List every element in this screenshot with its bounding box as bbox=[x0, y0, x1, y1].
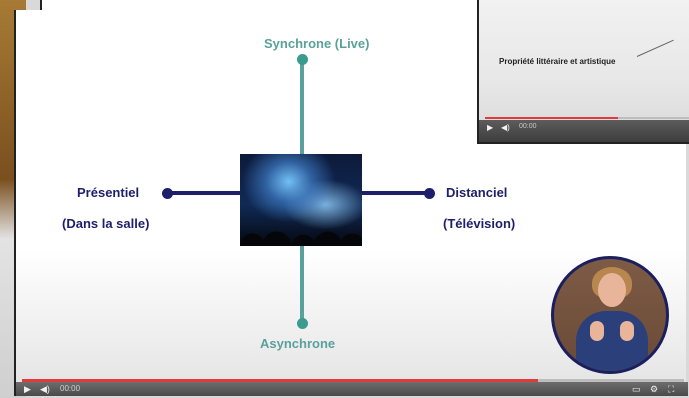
pip-slide-line bbox=[636, 39, 674, 57]
presenter-right-hand bbox=[620, 321, 634, 341]
pip-volume-icon[interactable]: ◀) bbox=[501, 123, 510, 132]
fullscreen-icon[interactable]: ⛶ bbox=[668, 384, 675, 394]
dans-la-salle-label: (Dans la salle) bbox=[62, 216, 150, 231]
main-progress-fill bbox=[22, 379, 539, 382]
sign-language-presenter-avatar bbox=[551, 256, 669, 374]
presenter-head bbox=[598, 273, 626, 307]
pip-slide-text: Propriété littéraire et artistique bbox=[499, 57, 616, 66]
pip-controls-bar: ▶ ◀) 00:00 bbox=[479, 120, 689, 142]
left-axis-dot bbox=[162, 188, 173, 199]
captions-icon[interactable]: ▭ bbox=[632, 384, 641, 394]
volume-icon[interactable]: ◀) bbox=[40, 384, 50, 394]
concert-image bbox=[240, 154, 362, 246]
asynchrone-label: Asynchrone bbox=[260, 336, 336, 351]
pip-progress-fill bbox=[485, 117, 618, 119]
pip-time-display: 00:00 bbox=[519, 123, 537, 130]
synchrone-label: Synchrone (Live) bbox=[264, 36, 370, 51]
sync-async-diagram: Synchrone (Live) Asynchrone Présentiel (… bbox=[16, 10, 688, 396]
main-time-display: 00:00 bbox=[60, 384, 81, 393]
presentiel-label: Présentiel bbox=[77, 185, 140, 200]
main-controls-bar: ▶ ◀) 00:00 ▭ ⚙ ⛶ bbox=[16, 382, 688, 396]
play-icon[interactable]: ▶ bbox=[24, 384, 31, 394]
bottom-axis-dot bbox=[297, 318, 308, 329]
television-label: (Télévision) bbox=[443, 216, 516, 231]
presenter-left-hand bbox=[590, 321, 604, 341]
pip-progress-bar[interactable] bbox=[485, 117, 689, 119]
picture-in-picture-player[interactable]: Propriété littéraire et artistique ▶ ◀) … bbox=[477, 0, 689, 144]
pip-play-icon[interactable]: ▶ bbox=[487, 123, 494, 132]
top-axis-dot bbox=[297, 54, 308, 65]
right-axis-dot bbox=[424, 188, 435, 199]
presenter-body bbox=[576, 311, 648, 371]
main-progress-bar[interactable] bbox=[22, 379, 684, 382]
crowd-silhouette bbox=[240, 216, 362, 246]
gear-icon[interactable]: ⚙ bbox=[650, 384, 659, 394]
distanciel-label: Distanciel bbox=[446, 185, 508, 200]
